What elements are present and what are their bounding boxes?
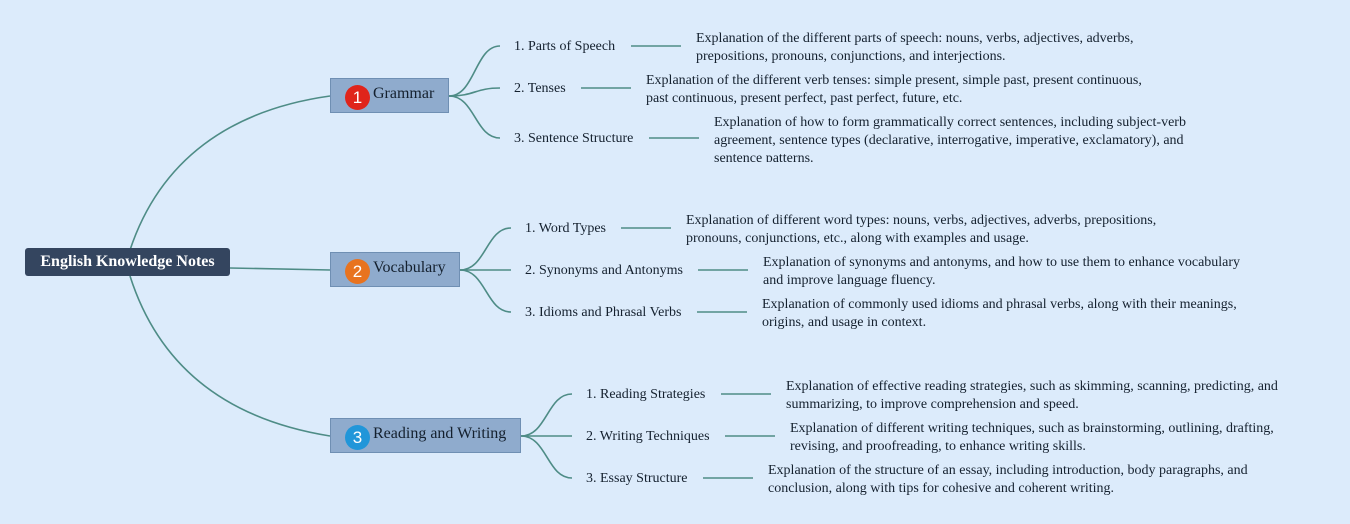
number-badge-icon: 3 [345,425,370,450]
description-writing-techniques: Explanation of different writing techniq… [790,421,1274,453]
root-label: English Knowledge Notes [40,253,215,270]
topic-essay-structure[interactable]: 3. Essay Structure [586,471,688,486]
number-badge-icon: 2 [345,259,370,284]
branch-grammar[interactable]: 1 Grammar [330,78,449,113]
branch-label: Vocabulary [373,259,446,276]
branch-label: Grammar [373,85,435,102]
topic-tenses[interactable]: 2. Tenses [514,81,566,96]
topic-reading-strategies[interactable]: 1. Reading Strategies [586,387,706,402]
topic-word-types[interactable]: 1. Word Types [525,221,606,236]
topic-idioms-phrasal-verbs[interactable]: 3. Idioms and Phrasal Verbs [525,305,682,320]
description-word-types: Explanation of different word types: nou… [686,213,1157,245]
root-node[interactable]: English Knowledge Notes [25,248,230,276]
topic-writing-techniques[interactable]: 2. Writing Techniques [586,429,710,444]
branch-label: Reading and Writing [373,425,507,442]
description-tenses: Explanation of the different verb tenses… [646,73,1142,105]
description-sentence-structure: Explanation of how to form grammatically… [714,115,1186,162]
branch-reading-writing[interactable]: 3 Reading and Writing [330,418,521,453]
description-essay-structure: Explanation of the structure of an essay… [768,463,1248,495]
description-idioms-phrasal-verbs: Explanation of commonly used idioms and … [762,297,1237,329]
topic-synonyms-antonyms[interactable]: 2. Synonyms and Antonyms [525,263,683,278]
description-parts-of-speech: Explanation of the different parts of sp… [696,31,1134,63]
topic-sentence-structure[interactable]: 3. Sentence Structure [514,131,634,146]
topic-parts-of-speech[interactable]: 1. Parts of Speech [514,39,616,54]
description-synonyms-antonyms: Explanation of synonyms and antonyms, an… [763,255,1241,287]
number-badge-icon: 1 [345,85,370,110]
description-reading-strategies: Explanation of effective reading strateg… [786,379,1278,411]
branch-vocabulary[interactable]: 2 Vocabulary [330,252,460,287]
